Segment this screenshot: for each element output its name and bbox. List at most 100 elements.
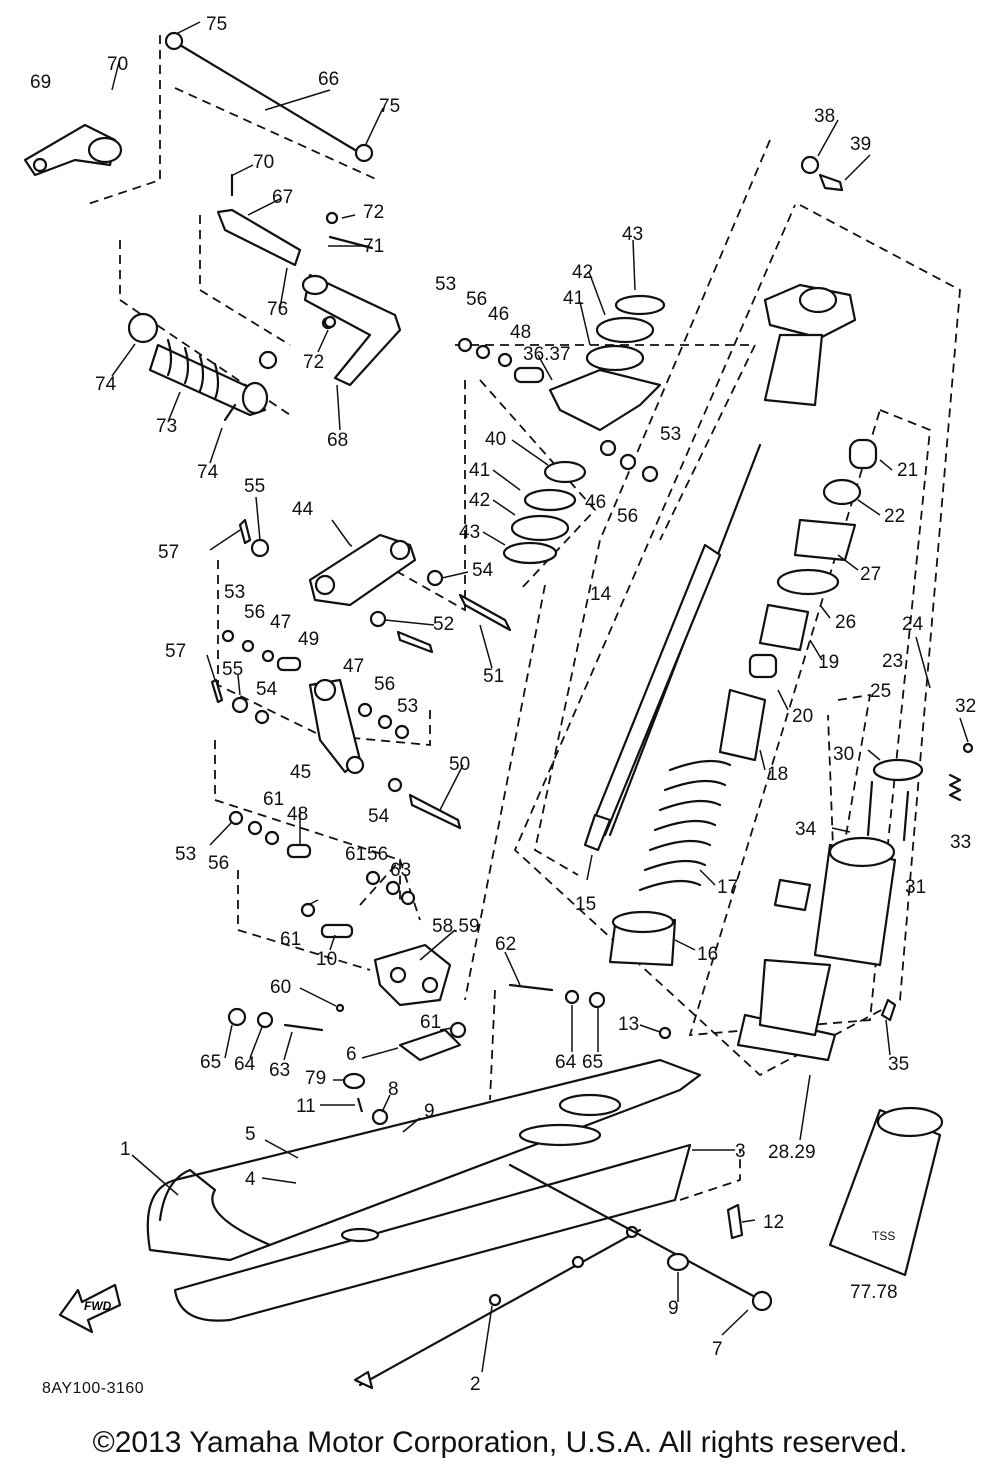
callout-66: 66 (318, 69, 339, 90)
callout-53-b: 53 (660, 424, 681, 445)
callout-42-b: 42 (469, 490, 490, 511)
callout-47: 47 (270, 612, 291, 633)
callout-60: 60 (270, 977, 291, 998)
callout-5: 5 (245, 1124, 256, 1145)
reservoir (736, 742, 974, 1062)
callout-41-b: 41 (469, 460, 490, 481)
spindle-bushing (127, 312, 278, 422)
link-plate (238, 518, 512, 654)
callout-11: 11 (296, 1096, 316, 1117)
callout-56: 56 (466, 289, 487, 310)
ski (146, 1058, 773, 1390)
callout-50: 50 (449, 754, 470, 775)
callout-52: 52 (433, 614, 454, 635)
steering-arm (23, 123, 123, 177)
callout-58-59: 58.59 (432, 916, 480, 937)
exploded-parts-diagram: TSS FWD (23, 14, 976, 1395)
part-callouts: 75 69 70 66 75 70 72 67 71 76 72 74 73 6… (30, 14, 976, 1395)
callout-16: 16 (697, 944, 718, 965)
callout-7: 7 (712, 1339, 723, 1360)
callout-56-e: 56 (208, 853, 229, 874)
callout-10: 10 (316, 949, 337, 970)
callout-61-c: 61 (345, 844, 366, 865)
callout-56-c: 56 (244, 602, 265, 623)
callout-75-b: 75 (379, 96, 400, 117)
callout-53-e: 53 (175, 844, 196, 865)
callout-9-b: 9 (668, 1298, 679, 1319)
catalog-code: 8AY100-3160 (42, 1380, 145, 1397)
callout-72: 72 (363, 202, 384, 223)
link-arm (210, 629, 462, 830)
callout-14: 14 (590, 584, 612, 605)
callout-24: 24 (902, 614, 924, 635)
callout-21: 21 (897, 460, 918, 481)
callout-33: 33 (950, 832, 971, 853)
callout-54-c: 54 (368, 806, 390, 827)
callout-18: 18 (767, 764, 788, 785)
callout-23: 23 (882, 651, 903, 672)
callout-61: 61 (263, 789, 284, 810)
callout-15: 15 (575, 894, 596, 915)
callout-25: 25 (870, 681, 891, 702)
callout-49: 49 (298, 629, 319, 650)
callout-12: 12 (763, 1212, 784, 1233)
callout-38: 38 (814, 106, 835, 127)
callout-70-b: 70 (253, 152, 274, 173)
callout-17: 17 (717, 877, 738, 898)
fwd-arrow-icon: FWD (58, 1283, 122, 1334)
callout-3: 3 (735, 1141, 746, 1162)
callout-27: 27 (860, 564, 881, 585)
callout-48-b: 48 (287, 804, 308, 825)
callout-42: 42 (572, 262, 593, 283)
callout-62: 62 (495, 934, 516, 955)
callout-63: 63 (390, 860, 411, 881)
callout-61-d: 61 (420, 1012, 441, 1033)
lever-shaft (216, 173, 374, 267)
callout-69: 69 (30, 72, 51, 93)
callout-65-b: 65 (582, 1052, 603, 1073)
callout-70: 70 (107, 54, 128, 75)
shock-cover-label: TSS (872, 1229, 895, 1243)
callout-74-b: 74 (197, 462, 219, 483)
callout-54-b: 54 (256, 679, 278, 700)
callout-54: 54 (472, 560, 494, 581)
callout-51: 51 (483, 666, 504, 687)
assembly-guide-lines (84, 35, 961, 1201)
callout-20: 20 (792, 706, 813, 727)
callout-30: 30 (833, 744, 854, 765)
callout-74: 74 (95, 374, 117, 395)
leader-lines (111, 21, 969, 1373)
callout-76: 76 (267, 299, 288, 320)
callout-56-d: 56 (374, 674, 395, 695)
callout-73: 73 (156, 416, 177, 437)
callout-53-d: 53 (397, 696, 418, 717)
callout-41: 41 (563, 288, 584, 309)
callout-57-b: 57 (165, 641, 186, 662)
callout-64-b: 64 (555, 1052, 577, 1073)
callout-39: 39 (850, 134, 871, 155)
callout-48: 48 (510, 322, 531, 343)
callout-57: 57 (158, 542, 179, 563)
callout-56-b: 56 (617, 506, 638, 527)
callout-71: 71 (363, 236, 384, 257)
callout-63-b: 63 (269, 1060, 290, 1081)
callout-77-78: 77.78 (850, 1282, 898, 1303)
callout-56-f: 56 (367, 844, 388, 865)
callout-53: 53 (435, 274, 456, 295)
callout-45: 45 (290, 762, 311, 783)
callout-19: 19 (818, 652, 839, 673)
callout-55: 55 (244, 476, 265, 497)
callout-61-b: 61 (280, 929, 301, 950)
callout-44: 44 (292, 499, 314, 520)
callout-79: 79 (305, 1068, 326, 1089)
callout-9: 9 (424, 1101, 435, 1122)
callout-34: 34 (795, 819, 817, 840)
callout-8: 8 (388, 1079, 399, 1100)
callout-13: 13 (618, 1014, 639, 1035)
callout-1: 1 (120, 1139, 131, 1160)
callout-47-b: 47 (343, 656, 364, 677)
callout-43: 43 (622, 224, 643, 245)
callout-6: 6 (346, 1044, 357, 1065)
tie-rod (164, 31, 374, 163)
copyright-notice: ©2013 Yamaha Motor Corporation, U.S.A. A… (92, 1426, 908, 1459)
